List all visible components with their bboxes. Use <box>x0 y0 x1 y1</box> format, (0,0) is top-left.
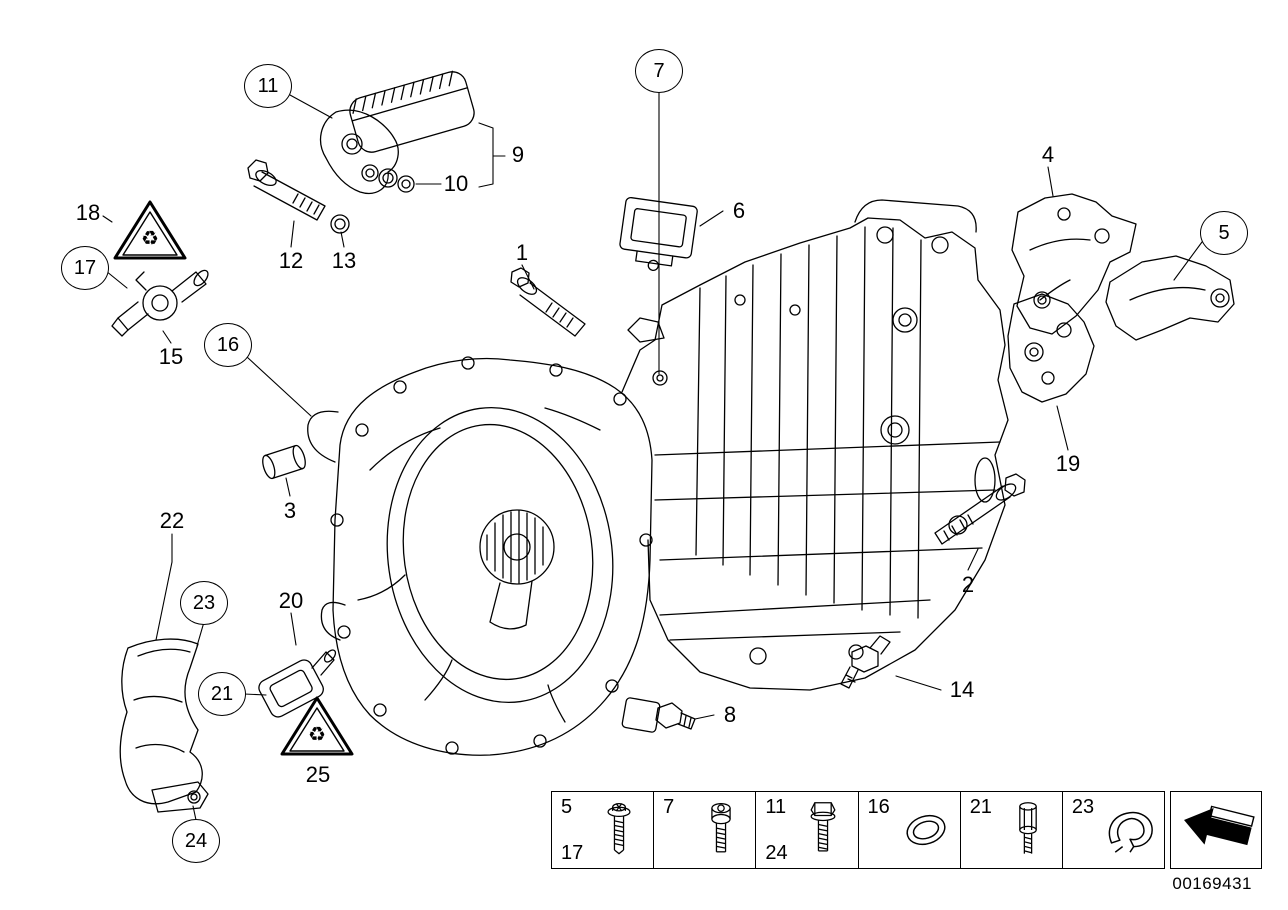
threaded-stud-icon <box>998 797 1058 863</box>
sensor-20 <box>258 649 337 718</box>
fastener-legend: 5 17 7 11 24 16 21 23 <box>551 791 1165 869</box>
callout-8[interactable]: 8 <box>723 702 737 727</box>
legend-ref-5: 5 <box>561 796 573 818</box>
bolt-12 <box>247 159 326 221</box>
callout-22[interactable]: 22 <box>159 508 185 533</box>
legend-cell-21[interactable]: 21 <box>961 792 1063 868</box>
sensor-8 <box>621 697 696 733</box>
callout-17[interactable]: 17 <box>61 246 109 290</box>
callout-21[interactable]: 21 <box>198 672 246 716</box>
sensor-15 <box>111 269 209 337</box>
legend-cell-labels: 16 <box>868 797 896 863</box>
callout-20[interactable]: 20 <box>278 588 304 613</box>
bolt-1 <box>510 267 586 337</box>
callout-5[interactable]: 5 <box>1200 211 1248 255</box>
callout-11[interactable]: 11 <box>244 64 292 108</box>
callout-1[interactable]: 1 <box>515 240 529 265</box>
bracket-5 <box>1105 255 1235 341</box>
legend-ref-21: 21 <box>969 796 992 818</box>
legend-cell-labels: 21 <box>970 797 998 863</box>
bracket-4 <box>1011 193 1137 335</box>
callout-3[interactable]: 3 <box>283 498 297 523</box>
direction-arrow-icon <box>1174 793 1258 868</box>
legend-ref-23: 23 <box>1071 796 1095 818</box>
legend-cell-labels: 11 24 <box>765 797 793 863</box>
diagram-id: 00169431 <box>1172 874 1252 893</box>
recycle-symbol: ♻ <box>141 228 159 250</box>
legend-ref-11: 11 <box>765 796 787 818</box>
legend-cell-7[interactable]: 7 <box>654 792 757 868</box>
hex-bolt-icon <box>793 797 853 863</box>
bell-housing <box>307 356 653 756</box>
callout-24[interactable]: 24 <box>172 819 220 863</box>
legend-ref-24: 24 <box>765 842 788 864</box>
callout-10[interactable]: 10 <box>443 171 469 196</box>
legend-cell-labels: 23 <box>1072 797 1100 863</box>
callout-16[interactable]: 16 <box>204 323 252 367</box>
callout-23[interactable]: 23 <box>180 581 228 625</box>
legend-ref-16: 16 <box>867 796 890 818</box>
socket-head-bolt-icon <box>691 797 751 863</box>
callout-12[interactable]: 12 <box>278 248 304 273</box>
legend-cell-labels: 5 17 <box>561 797 589 863</box>
callout-18[interactable]: 18 <box>75 200 101 225</box>
o-ring-icon <box>896 797 956 863</box>
seal-rings-10 <box>378 168 415 193</box>
callout-13[interactable]: 13 <box>331 248 357 273</box>
callout-14[interactable]: 14 <box>949 677 975 702</box>
gear-case <box>621 199 1009 691</box>
recycle-symbol: ♻ <box>308 724 326 746</box>
warning-triangle-icon: ♻ <box>112 198 188 262</box>
legend-cell-11-24[interactable]: 11 24 <box>756 792 859 868</box>
cover-shield <box>119 638 209 813</box>
callout-2[interactable]: 2 <box>961 572 975 597</box>
ring-13 <box>330 214 350 234</box>
legend-cell-labels: 7 <box>663 797 691 863</box>
legend-ref-7: 7 <box>663 796 675 818</box>
shift-actuator <box>319 70 475 194</box>
callout-19[interactable]: 19 <box>1055 451 1081 476</box>
spring-clip-icon <box>1100 797 1160 863</box>
callout-15[interactable]: 15 <box>158 344 184 369</box>
callout-9[interactable]: 9 <box>511 142 525 167</box>
sensor-6 <box>619 197 698 272</box>
warning-triangle-icon: ♻ <box>279 694 355 758</box>
callout-7[interactable]: 7 <box>635 49 683 93</box>
callout-4[interactable]: 4 <box>1041 142 1055 167</box>
legend-cell-23[interactable]: 23 <box>1063 792 1164 868</box>
bracket-19 <box>1007 293 1095 403</box>
callout-25[interactable]: 25 <box>305 762 331 787</box>
dowel-3 <box>262 444 306 480</box>
direction-arrow-box <box>1170 791 1262 869</box>
legend-cell-16[interactable]: 16 <box>859 792 961 868</box>
legend-cell-5-17[interactable]: 5 17 <box>552 792 655 868</box>
callout-6[interactable]: 6 <box>732 198 746 223</box>
bolt-2 <box>934 473 1026 545</box>
flange-bolt-icon <box>589 797 649 863</box>
legend-ref-17: 17 <box>561 842 584 864</box>
sensor-14 <box>840 635 891 689</box>
